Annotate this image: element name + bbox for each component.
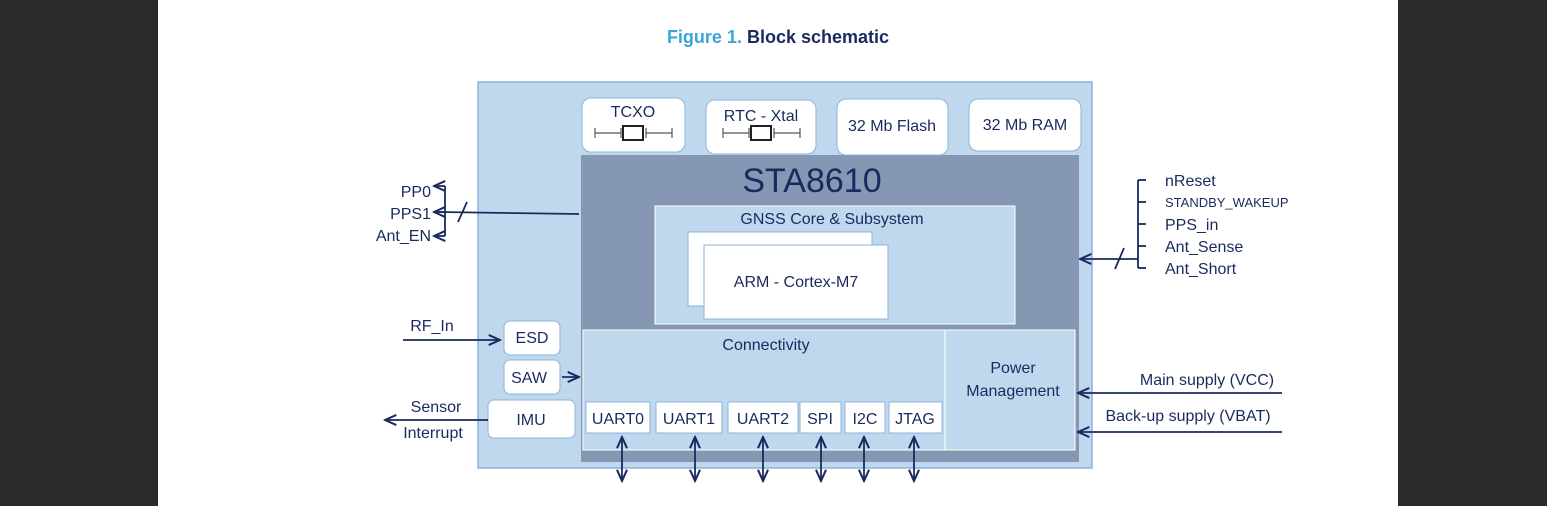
spi-box (799, 401, 842, 434)
right-input-bus (1080, 179, 1146, 270)
pps1-label: PPS1 (390, 206, 431, 223)
spi-label: SPI (807, 411, 833, 428)
ant-sense-label: Ant_Sense (1165, 239, 1243, 256)
cpu-label: ARM - Cortex-M7 (734, 274, 859, 291)
esd-box (503, 320, 561, 356)
flash-label: 32 Mb Flash (848, 118, 936, 135)
pp0-label: PP0 (401, 184, 431, 201)
standby-wakeup-label: STANDBY_WAKEUP (1165, 195, 1289, 210)
saw-label: SAW (511, 370, 548, 387)
chip-name: STA8610 (742, 162, 881, 200)
rf-in-label: RF_In (410, 318, 454, 335)
nreset-label: nReset (1165, 173, 1216, 190)
jtag-label: JTAG (895, 411, 935, 428)
esd-label: ESD (516, 330, 549, 347)
power-label-line1: Power (990, 360, 1036, 377)
power-management-block (944, 329, 1076, 451)
flash-box (836, 98, 949, 156)
figure-caption: Figure 1. Block schematic (158, 27, 1398, 48)
tcxo-crystal-icon (594, 125, 673, 141)
document-page: Figure 1. Block schematic STA8610 GNSS C… (158, 0, 1398, 506)
figure-number: Figure 1. (666, 27, 742, 47)
rtc-xtal-label: RTC - Xtal (724, 108, 798, 125)
uart1-label: UART1 (663, 411, 715, 428)
ant-en-label: Ant_EN (376, 228, 431, 245)
uart0-box (585, 401, 651, 434)
gnss-core-title: GNSS Core & Subsystem (740, 211, 923, 228)
ram-box (968, 98, 1082, 152)
cpu-box (703, 244, 889, 320)
left-output-bus (434, 186, 580, 236)
power-label-line2: Management (966, 383, 1060, 400)
ant-short-label: Ant_Short (1165, 261, 1237, 278)
jtag-box (888, 401, 943, 434)
sensor-label-line1: Sensor (411, 399, 462, 416)
tcxo-label: TCXO (611, 104, 655, 121)
connectivity-title: Connectivity (722, 337, 809, 354)
uart0-label: UART0 (592, 411, 644, 428)
uart1-box (655, 401, 723, 434)
uart2-box (727, 401, 799, 434)
sensor-label-line2: Interrupt (403, 425, 463, 442)
uart2-label: UART2 (737, 411, 789, 428)
i2c-label: I2C (853, 411, 878, 428)
ram-label: 32 Mb RAM (983, 117, 1067, 134)
backup-supply-label: Back-up supply (VBAT) (1105, 408, 1270, 425)
rtc-crystal-icon (722, 125, 801, 141)
pps-in-label: PPS_in (1165, 217, 1218, 234)
main-supply-label: Main supply (VCC) (1140, 372, 1274, 389)
saw-box (503, 359, 561, 395)
imu-box (487, 399, 576, 439)
block-schematic-diagram: STA8610 GNSS Core & Subsystem ARM - Cort… (376, 81, 1289, 506)
i2c-box (844, 401, 886, 434)
figure-title: Block schematic (746, 27, 890, 47)
imu-label: IMU (516, 412, 545, 429)
